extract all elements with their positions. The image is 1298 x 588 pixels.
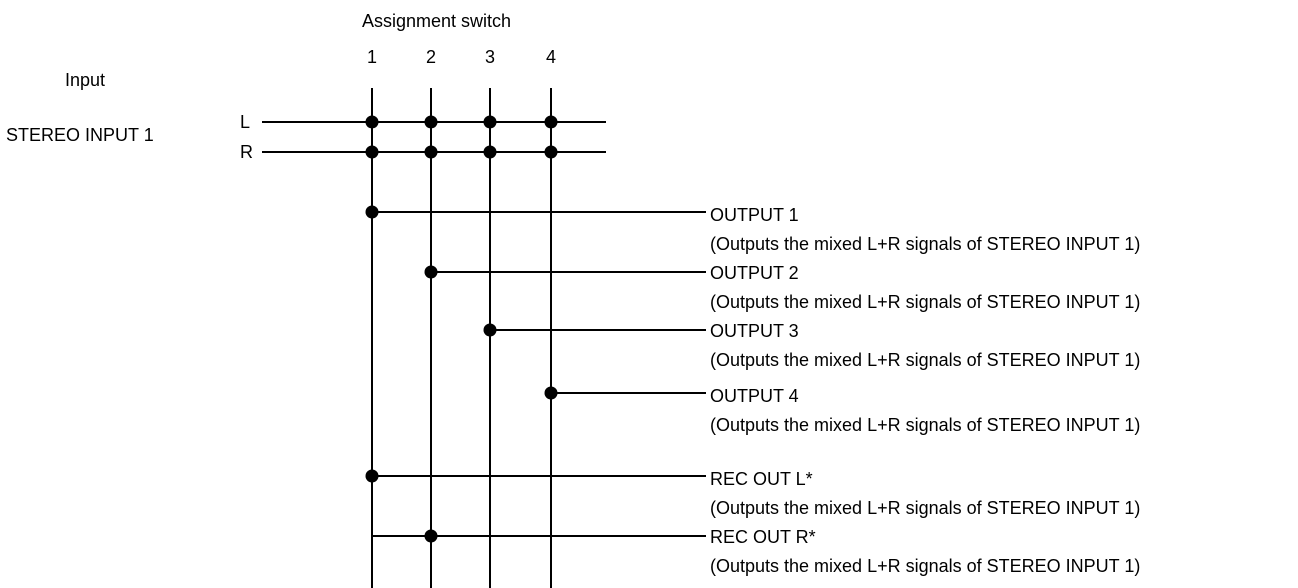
switch-number-3: 3 [485, 47, 495, 67]
switch-number-2: 2 [426, 47, 436, 67]
assignment-switch-title: Assignment switch [362, 11, 511, 31]
switch-number-1: 1 [367, 47, 377, 67]
wires [262, 88, 706, 588]
junction-l-1 [365, 115, 379, 129]
output-description-3: (Outputs the mixed L+R signals of STEREO… [710, 350, 1140, 370]
output-name-2: OUTPUT 2 [710, 263, 799, 283]
output-junction-4 [544, 386, 558, 400]
output-junction-5 [365, 469, 379, 483]
output-name-6: REC OUT R* [710, 527, 816, 547]
output-name-5: REC OUT L* [710, 469, 813, 489]
junction-r-3 [483, 145, 497, 159]
output-labels: OUTPUT 1 (Outputs the mixed L+R signals o… [710, 205, 1140, 576]
switch-number-4: 4 [546, 47, 556, 67]
junction-l-3 [483, 115, 497, 129]
output-description-2: (Outputs the mixed L+R signals of STEREO… [710, 292, 1140, 312]
output-name-1: OUTPUT 1 [710, 205, 799, 225]
junction-l-2 [424, 115, 438, 129]
junction-r-4 [544, 145, 558, 159]
channel-label-l: L [240, 112, 250, 132]
channel-labels: LR [240, 112, 253, 162]
junction-nodes [365, 115, 558, 543]
switch-number-labels: 1 2 3 4 [367, 47, 556, 67]
output-description-1: (Outputs the mixed L+R signals of STEREO… [710, 234, 1140, 254]
junction-r-1 [365, 145, 379, 159]
stereo-input-label: STEREO INPUT 1 [6, 125, 154, 145]
output-name-3: OUTPUT 3 [710, 321, 799, 341]
channel-label-r: R [240, 142, 253, 162]
output-junction-2 [424, 265, 438, 279]
output-description-4: (Outputs the mixed L+R signals of STEREO… [710, 415, 1140, 435]
output-junction-6 [424, 529, 438, 543]
output-name-4: OUTPUT 4 [710, 386, 799, 406]
junction-r-2 [424, 145, 438, 159]
output-junction-1 [365, 205, 379, 219]
output-junction-3 [483, 323, 497, 337]
junction-l-4 [544, 115, 558, 129]
output-description-6: (Outputs the mixed L+R signals of STEREO… [710, 556, 1140, 576]
output-description-5: (Outputs the mixed L+R signals of STEREO… [710, 498, 1140, 518]
input-title: Input [65, 70, 105, 90]
